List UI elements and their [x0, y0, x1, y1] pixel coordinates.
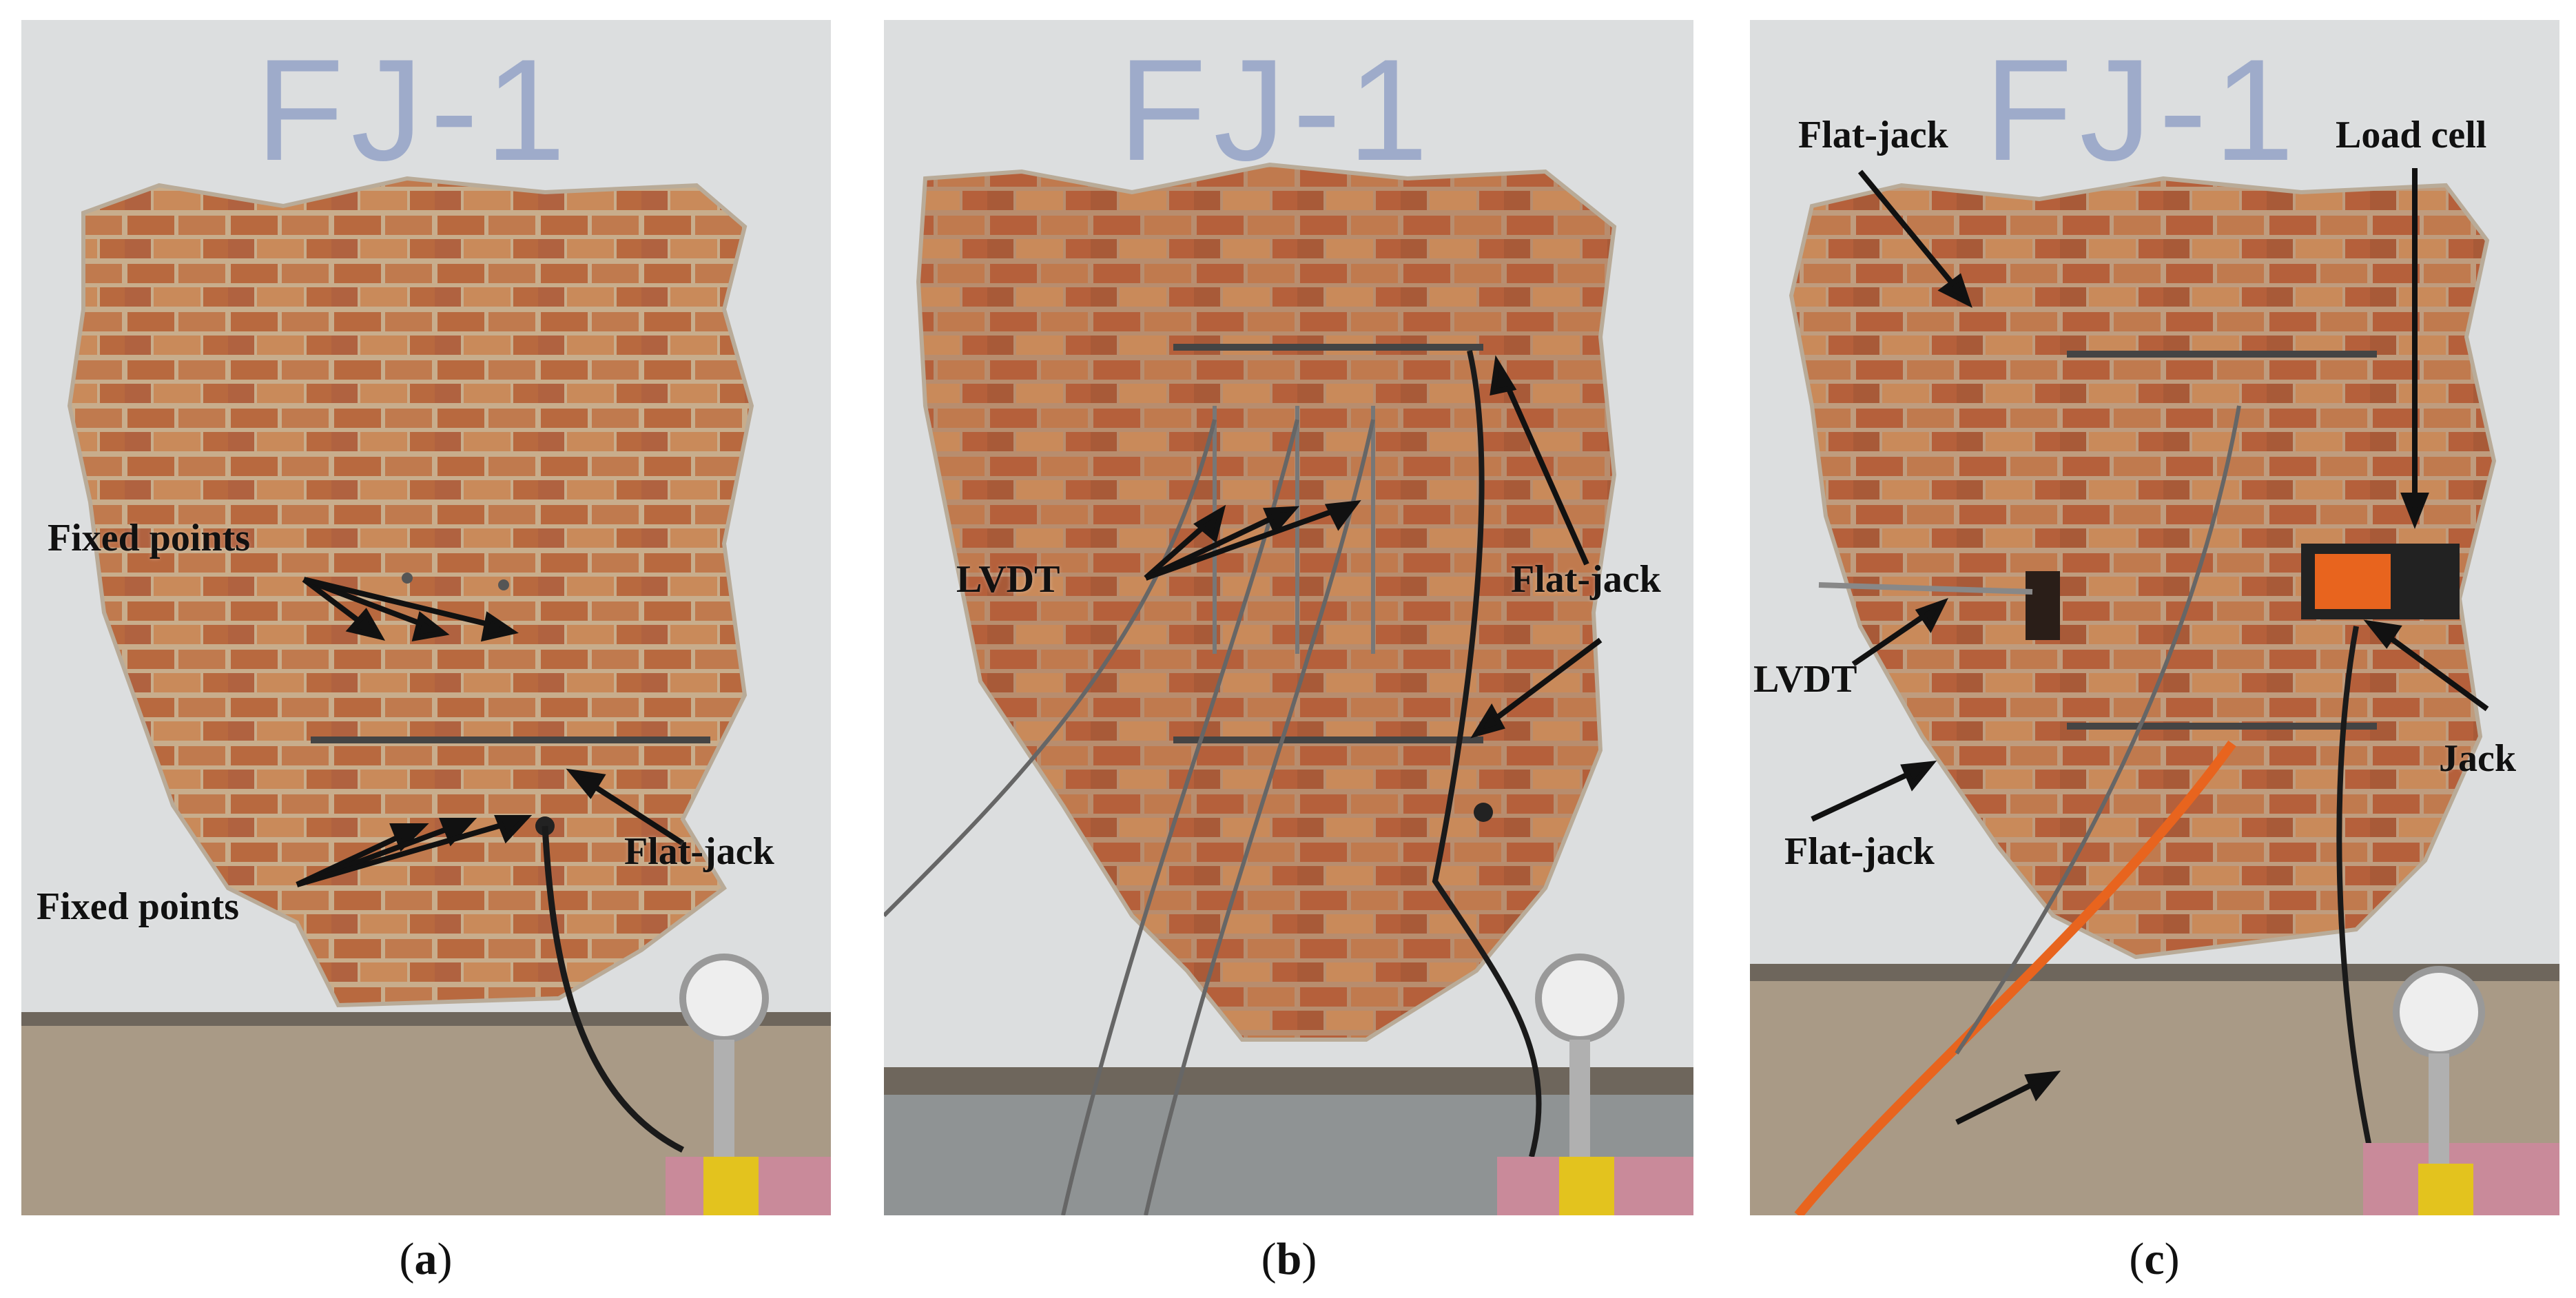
caption-b: (b) — [1261, 1234, 1317, 1284]
label-flat-jack-bottom: Flat-jack — [1784, 830, 1935, 873]
label-jack: Jack — [2439, 737, 2516, 780]
caption-letter-c: c — [2144, 1234, 2165, 1284]
wall-label: FJ-1 — [256, 29, 573, 191]
label-load-cell: Load cell — [2336, 114, 2487, 156]
wall-label: FJ-1 — [1118, 29, 1435, 191]
photo-a — [21, 20, 831, 1215]
label-flat-jack: Flat-jack — [624, 830, 774, 873]
label-flat-jack-top: Flat-jack — [1798, 114, 1948, 156]
caption-letter-b: b — [1276, 1234, 1302, 1284]
caption-c: (c) — [2129, 1234, 2180, 1284]
wall-label: FJ-1 — [1984, 29, 2301, 191]
photo-b — [884, 20, 1693, 1215]
photo-panel-b: FJ-1 LVDT Flat-jack — [884, 20, 1693, 1215]
label-lvdt: LVDT — [956, 558, 1060, 601]
label-lvdt: LVDT — [1753, 658, 1857, 701]
caption-letter-a: a — [414, 1234, 437, 1284]
photo-c — [1750, 20, 2559, 1215]
photo-panel-c: FJ-1 Flat-jack Load cell LVDT Jack Flat-… — [1750, 20, 2559, 1215]
photo-panel-a: FJ-1 Fixed points Fixed points Flat-jack — [21, 20, 831, 1215]
label-fixed-points-bottom: Fixed points — [37, 885, 240, 928]
label-fixed-points-top: Fixed points — [48, 517, 251, 559]
caption-a: (a) — [399, 1234, 453, 1284]
label-flat-jack: Flat-jack — [1511, 558, 1661, 601]
